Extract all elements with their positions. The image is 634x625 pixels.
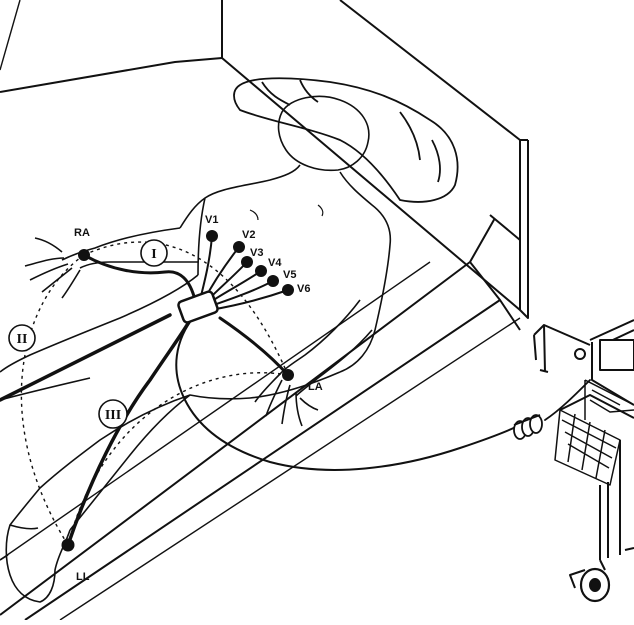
label-v6: V6 xyxy=(297,283,310,295)
cart-basket xyxy=(554,409,621,486)
cable-connector xyxy=(513,414,543,440)
badge-lead-I-text: I xyxy=(151,247,156,262)
patient-left-arm xyxy=(279,299,373,397)
pillow xyxy=(233,77,459,203)
electrode-v1 xyxy=(206,230,218,242)
electrode-v6 xyxy=(282,284,294,296)
extra-cable xyxy=(0,313,172,402)
electrode-la xyxy=(282,369,294,381)
trunk-cable xyxy=(175,314,521,471)
v-lead-wires xyxy=(199,235,289,311)
electrode-ll xyxy=(61,538,75,552)
badge-lead-III: III xyxy=(98,399,128,429)
lead-III-path xyxy=(67,372,289,546)
badge-lead-II-text: II xyxy=(17,332,28,347)
bed xyxy=(0,0,529,621)
label-v5: V5 xyxy=(283,269,296,281)
patient-left-hand xyxy=(254,373,319,427)
lead-hub xyxy=(177,290,219,324)
cart-tray xyxy=(584,379,634,420)
patient-legs xyxy=(0,274,341,531)
badge-lead-I: I xyxy=(140,239,168,267)
mattress-inner-line xyxy=(0,261,521,621)
cable-to-cart xyxy=(544,379,591,421)
ll-cable xyxy=(66,310,197,547)
mattress xyxy=(0,57,521,621)
headboard xyxy=(221,0,529,319)
einthoven-triangle xyxy=(20,241,289,546)
patient-torso xyxy=(179,164,392,373)
cart-handle xyxy=(533,324,591,373)
patient-body xyxy=(0,95,392,603)
electrode-ra xyxy=(78,249,90,261)
patient-right-hand xyxy=(24,237,81,299)
label-v3: V3 xyxy=(250,247,263,259)
label-ra: RA xyxy=(74,227,90,239)
einthoven-lead-badges: I II III xyxy=(8,239,168,429)
label-la: LA xyxy=(308,381,323,393)
electrode-v5 xyxy=(267,275,279,287)
cart-pole xyxy=(599,440,621,560)
patient-right-arm xyxy=(61,227,198,269)
ecg-cart xyxy=(533,319,634,603)
la-cable xyxy=(218,316,290,377)
electrode-v3 xyxy=(241,256,253,268)
lead-II-path xyxy=(20,254,85,546)
ra-cable xyxy=(82,253,197,302)
patient-head xyxy=(277,95,370,172)
electrodes xyxy=(61,230,294,552)
lead-labels: RA LA LL V1 V2 V3 V4 V5 V6 xyxy=(74,214,323,583)
label-v1: V1 xyxy=(205,214,218,226)
badge-lead-III-text: III xyxy=(105,408,121,423)
ecg-cables xyxy=(0,235,591,547)
electrode-v4 xyxy=(255,265,267,277)
badge-lead-II: II xyxy=(8,324,36,352)
electrode-v2 xyxy=(233,241,245,253)
label-ll: LL xyxy=(76,571,90,583)
patient-feet xyxy=(0,487,71,603)
label-v2: V2 xyxy=(242,229,255,241)
bed-left-edge xyxy=(0,0,21,71)
label-v4: V4 xyxy=(268,257,282,269)
